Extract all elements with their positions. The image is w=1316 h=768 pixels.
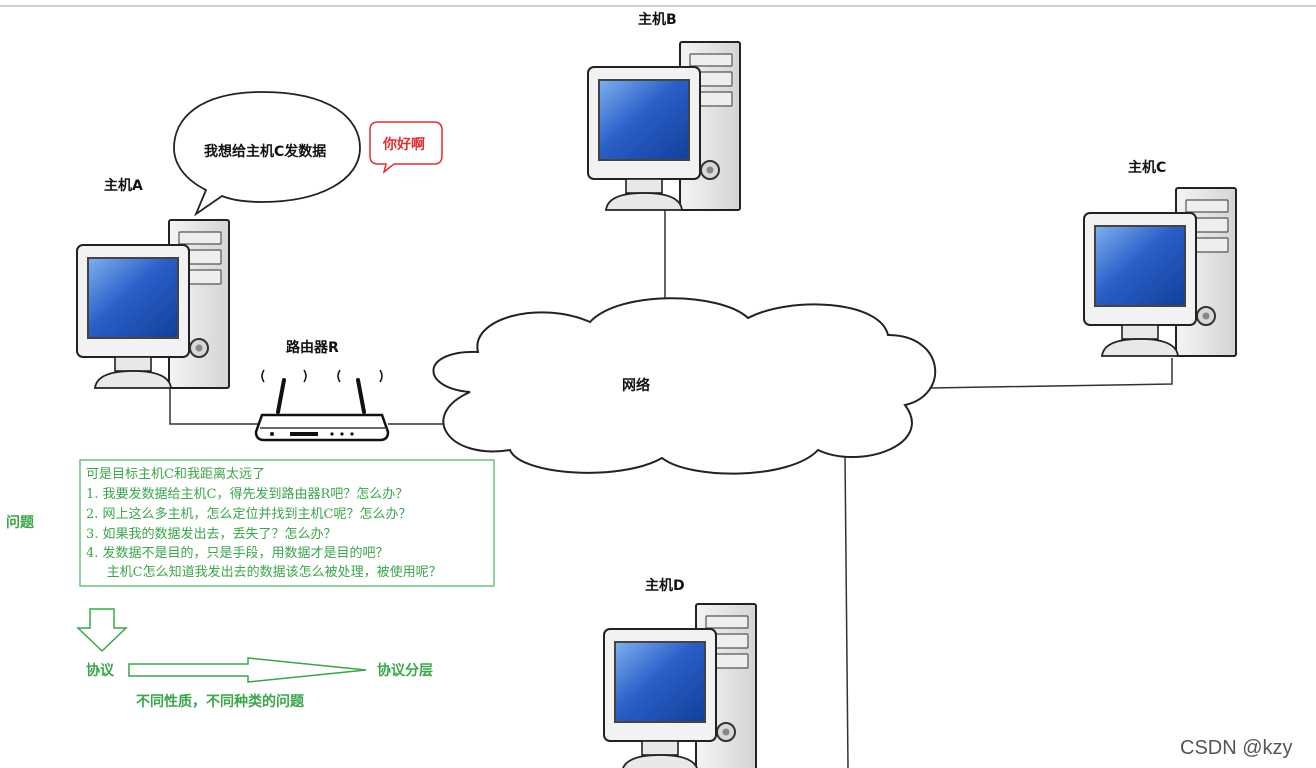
host-c: 主机C: [1083, 159, 1237, 357]
host-b: 主机B: [587, 11, 741, 211]
down-arrow-icon: [76, 608, 128, 653]
host-d-label: 主机D: [645, 577, 685, 594]
questions-intro: 可是目标主机C和我距离太远了: [86, 466, 265, 482]
question-item-2: 2. 网上这么多主机，怎么定位并找到主机C呢？怎么办？: [86, 506, 411, 522]
question-item-4-cont: 主机C怎么知道我发出去的数据该怎么被处理，被使用呢？: [86, 564, 442, 580]
question-item-3: 3. 如果我的数据发出去，丢失了？怎么办？: [86, 526, 337, 542]
router-label: 路由器R: [286, 339, 339, 356]
host-a-label: 主机A: [104, 177, 143, 194]
bubble-text: 我想给主机C发数据: [204, 143, 326, 160]
protocol-label: 协议: [86, 662, 115, 679]
link-d-network: [844, 454, 849, 768]
host-b-label: 主机B: [638, 11, 677, 28]
speech-bubble: 我想给主机C发数据: [173, 91, 361, 217]
question-item-4: 4. 发数据不是目的，只是手段，用数据才是目的吧？: [86, 545, 389, 561]
question-item-1: 1. 我要发数据给主机C，得先发到路由器R吧？怎么办？: [86, 486, 408, 502]
problem-label: 问题: [6, 514, 35, 531]
layering-label: 协议分层: [377, 662, 433, 679]
right-arrow-icon: [128, 657, 367, 683]
host-a: 主机A: [76, 177, 230, 389]
questions-box: 可是目标主机C和我距离太远了 1. 我要发数据给主机C，得先发到路由器R吧？怎么…: [79, 459, 495, 587]
network-cloud: 网络: [432, 297, 937, 475]
link-c-network: [929, 358, 1173, 389]
host-c-label: 主机C: [1128, 159, 1166, 176]
greeting-bubble: 你好啊: [369, 121, 443, 174]
network-label: 网络: [622, 377, 650, 394]
greeting-text: 你好啊: [382, 136, 425, 153]
watermark: CSDN @kzy: [1180, 737, 1293, 759]
router: 路由器R: [254, 339, 390, 442]
host-d: 主机D: [603, 577, 757, 768]
link-a-router: [169, 385, 258, 425]
nature-label: 不同性质，不同种类的问题: [136, 693, 305, 710]
